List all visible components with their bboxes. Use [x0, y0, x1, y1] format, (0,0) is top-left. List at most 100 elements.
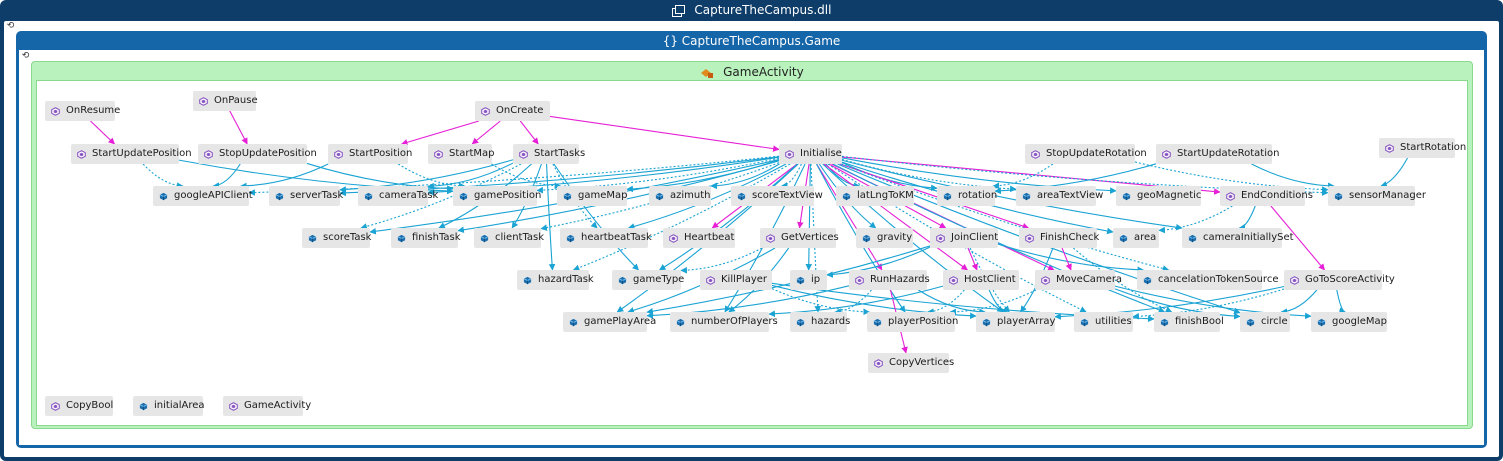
node-OnResume[interactable]: OnResume	[45, 101, 120, 121]
node-gameType[interactable]: gameType	[612, 270, 684, 290]
field-icon	[1143, 276, 1152, 284]
node-OnCreate[interactable]: OnCreate	[475, 101, 550, 121]
node-MoveCamera[interactable]: MoveCamera	[1035, 270, 1122, 290]
node-geoMagnetic[interactable]: geoMagnetic	[1116, 186, 1201, 206]
node-cameraInitiallySet[interactable]: cameraInitiallySet	[1182, 228, 1294, 248]
node-gamePosition[interactable]: gamePosition	[453, 186, 541, 206]
edge-EndConditions-to-cameraInitiallySet	[1238, 205, 1256, 231]
node-clientTask[interactable]: clientTask	[474, 228, 544, 248]
node-gameMap[interactable]: gameMap	[557, 186, 627, 206]
node-Heartbeat[interactable]: Heartbeat	[663, 228, 735, 248]
namespace-title[interactable]: {} CaptureTheCampus.Game	[16, 31, 1487, 51]
node-label: numberOfPlayers	[691, 316, 778, 327]
edge-StartTasks-to-scoreTask	[360, 163, 522, 230]
node-sensorManager[interactable]: sensorManager	[1328, 186, 1426, 206]
node-playerPosition[interactable]: playerPosition	[867, 312, 958, 332]
node-numberOfPlayers[interactable]: numberOfPlayers	[670, 312, 778, 332]
node-label: gamePlayArea	[584, 316, 657, 327]
node-GameActivity[interactable]: GameActivity	[223, 396, 311, 416]
node-hazardTask[interactable]: hazardTask	[517, 270, 594, 290]
class-title[interactable]: GameActivity	[32, 63, 1472, 81]
node-StartRotation[interactable]: StartRotation	[1379, 138, 1466, 158]
node-StartUpdateRotation[interactable]: StartUpdateRotation	[1156, 144, 1279, 164]
edge-StopUpdatePosition-to-gamePosition	[306, 162, 454, 192]
node-StartPosition[interactable]: StartPosition	[328, 144, 412, 164]
method-icon	[77, 149, 86, 159]
edge-OnCreate-to-Initialise	[549, 115, 780, 152]
node-CopyVertices[interactable]: CopyVertices	[868, 353, 954, 373]
node-rotation[interactable]: rotation	[937, 186, 997, 206]
node-label: RunHazards	[870, 274, 930, 285]
node-label: Heartbeat	[684, 232, 735, 243]
field-icon	[275, 192, 284, 200]
method-icon	[785, 149, 794, 159]
node-scoreTextView[interactable]: scoreTextView	[731, 186, 823, 206]
node-label: KillPlayer	[721, 274, 768, 285]
node-heartbeatTask[interactable]: heartbeatTask	[560, 228, 652, 248]
collapse-icon[interactable]: ⟲	[21, 51, 30, 61]
node-googleAPIClient[interactable]: googleAPIClient	[153, 186, 253, 206]
node-OnPause[interactable]: OnPause	[193, 91, 258, 111]
edge-OnResume-to-StartUpdatePosition	[90, 120, 116, 145]
node-EndConditions[interactable]: EndConditions	[1220, 186, 1313, 206]
node-label: OnPause	[214, 95, 258, 106]
method-icon	[1226, 191, 1235, 201]
node-gamePlayArea[interactable]: gamePlayArea	[563, 312, 656, 332]
node-StopUpdatePosition[interactable]: StopUpdatePosition	[198, 144, 317, 164]
edge-Initialise-to-playerArray	[822, 163, 1004, 313]
node-areaTextView[interactable]: areaTextView	[1016, 186, 1103, 206]
node-StartTasks[interactable]: StartTasks	[513, 144, 585, 164]
node-RunHazards[interactable]: RunHazards	[849, 270, 930, 290]
edge-Initialise-to-HostClient	[823, 163, 968, 271]
node-finishBool[interactable]: finishBool	[1154, 312, 1224, 332]
node-CopyBool[interactable]: CopyBool	[45, 396, 113, 416]
node-latLngToKM[interactable]: latLngToKM	[836, 186, 914, 206]
node-KillPlayer[interactable]: KillPlayer	[700, 270, 772, 290]
node-StartMap[interactable]: StartMap	[428, 144, 495, 164]
edge-Initialise-to-cancelationTokenSource	[841, 163, 1170, 272]
field-icon	[943, 192, 952, 200]
assembly-title[interactable]: CaptureTheCampus.dll	[0, 0, 1503, 20]
node-finishTask[interactable]: finishTask	[391, 228, 461, 248]
node-FinishCheck[interactable]: FinishCheck	[1019, 228, 1099, 248]
node-Initialise[interactable]: Initialise	[779, 144, 842, 164]
field-icon	[569, 318, 578, 326]
node-hazards[interactable]: hazards	[790, 312, 850, 332]
node-GoToScoreActivity[interactable]: GoToScoreActivity	[1284, 270, 1395, 290]
field-icon	[1022, 192, 1031, 200]
node-cameraTask[interactable]: cameraTask	[358, 186, 438, 206]
field-icon	[1334, 192, 1343, 200]
edge-RunHazards-to-hazards	[834, 289, 872, 315]
edge-JoinClient-to-ip	[826, 246, 931, 278]
node-GetVertices[interactable]: GetVertices	[760, 228, 839, 248]
node-ip[interactable]: ip	[790, 270, 827, 290]
edge-FinishCheck-to-MoveCamera	[1061, 247, 1072, 271]
method-icon	[1162, 149, 1171, 159]
edge-RunHazards-to-playerArray	[918, 289, 986, 316]
edge-StartPosition-to-gamePosition	[397, 163, 466, 190]
node-StopUpdateRotation[interactable]: StopUpdateRotation	[1025, 144, 1147, 164]
node-initialArea[interactable]: initialArea	[133, 396, 205, 416]
node-scoreTask[interactable]: scoreTask	[302, 228, 372, 248]
node-label: StopUpdateRotation	[1046, 148, 1147, 159]
node-cancelationTokenSource[interactable]: cancelationTokenSource	[1137, 270, 1278, 290]
node-circle[interactable]: circle	[1240, 312, 1290, 332]
node-area[interactable]: area	[1113, 228, 1159, 248]
node-googleMap[interactable]: googleMap	[1311, 312, 1387, 332]
node-serverTask[interactable]: serverTask	[269, 186, 343, 206]
node-azimuth[interactable]: azimuth	[649, 186, 711, 206]
node-playerArray[interactable]: playerArray	[976, 312, 1055, 332]
collapse-icon[interactable]: ⟲	[6, 21, 15, 31]
node-gravity[interactable]: gravity	[856, 228, 913, 248]
node-label: geoMagnetic	[1137, 190, 1202, 201]
node-label: GetVertices	[781, 232, 839, 243]
node-label: circle	[1261, 316, 1288, 327]
edge-HostClient-to-playerPosition	[927, 289, 965, 315]
node-utilities[interactable]: utilities	[1074, 312, 1133, 332]
node-label: scoreTask	[323, 232, 372, 243]
node-HostClient[interactable]: HostClient	[943, 270, 1019, 290]
node-label: utilities	[1095, 316, 1132, 327]
node-JoinClient[interactable]: JoinClient	[930, 228, 998, 248]
node-label: EndConditions	[1241, 190, 1313, 201]
node-StartUpdatePosition[interactable]: StartUpdatePosition	[71, 144, 192, 164]
